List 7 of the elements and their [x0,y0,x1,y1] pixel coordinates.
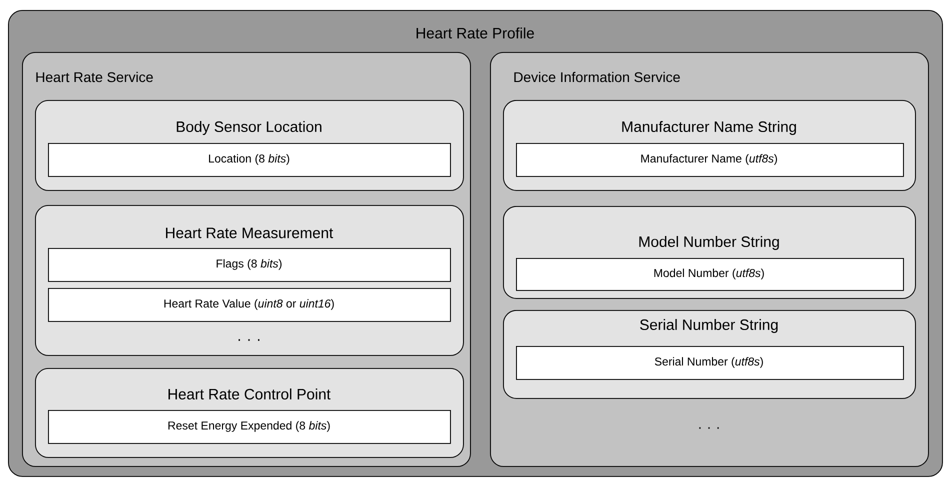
field-box: Reset Energy Expended (8 bits) [48,410,451,444]
field-box: Serial Number (utf8s) [516,346,904,380]
field-box: Manufacturer Name (utf8s) [516,143,904,177]
field-box: Heart Rate Value (uint8 or uint16) [48,288,451,322]
field-box: Location (8 bits) [48,143,451,177]
field-box: Model Number (utf8s) [516,258,904,291]
field-box: Flags (8 bits) [48,248,451,282]
